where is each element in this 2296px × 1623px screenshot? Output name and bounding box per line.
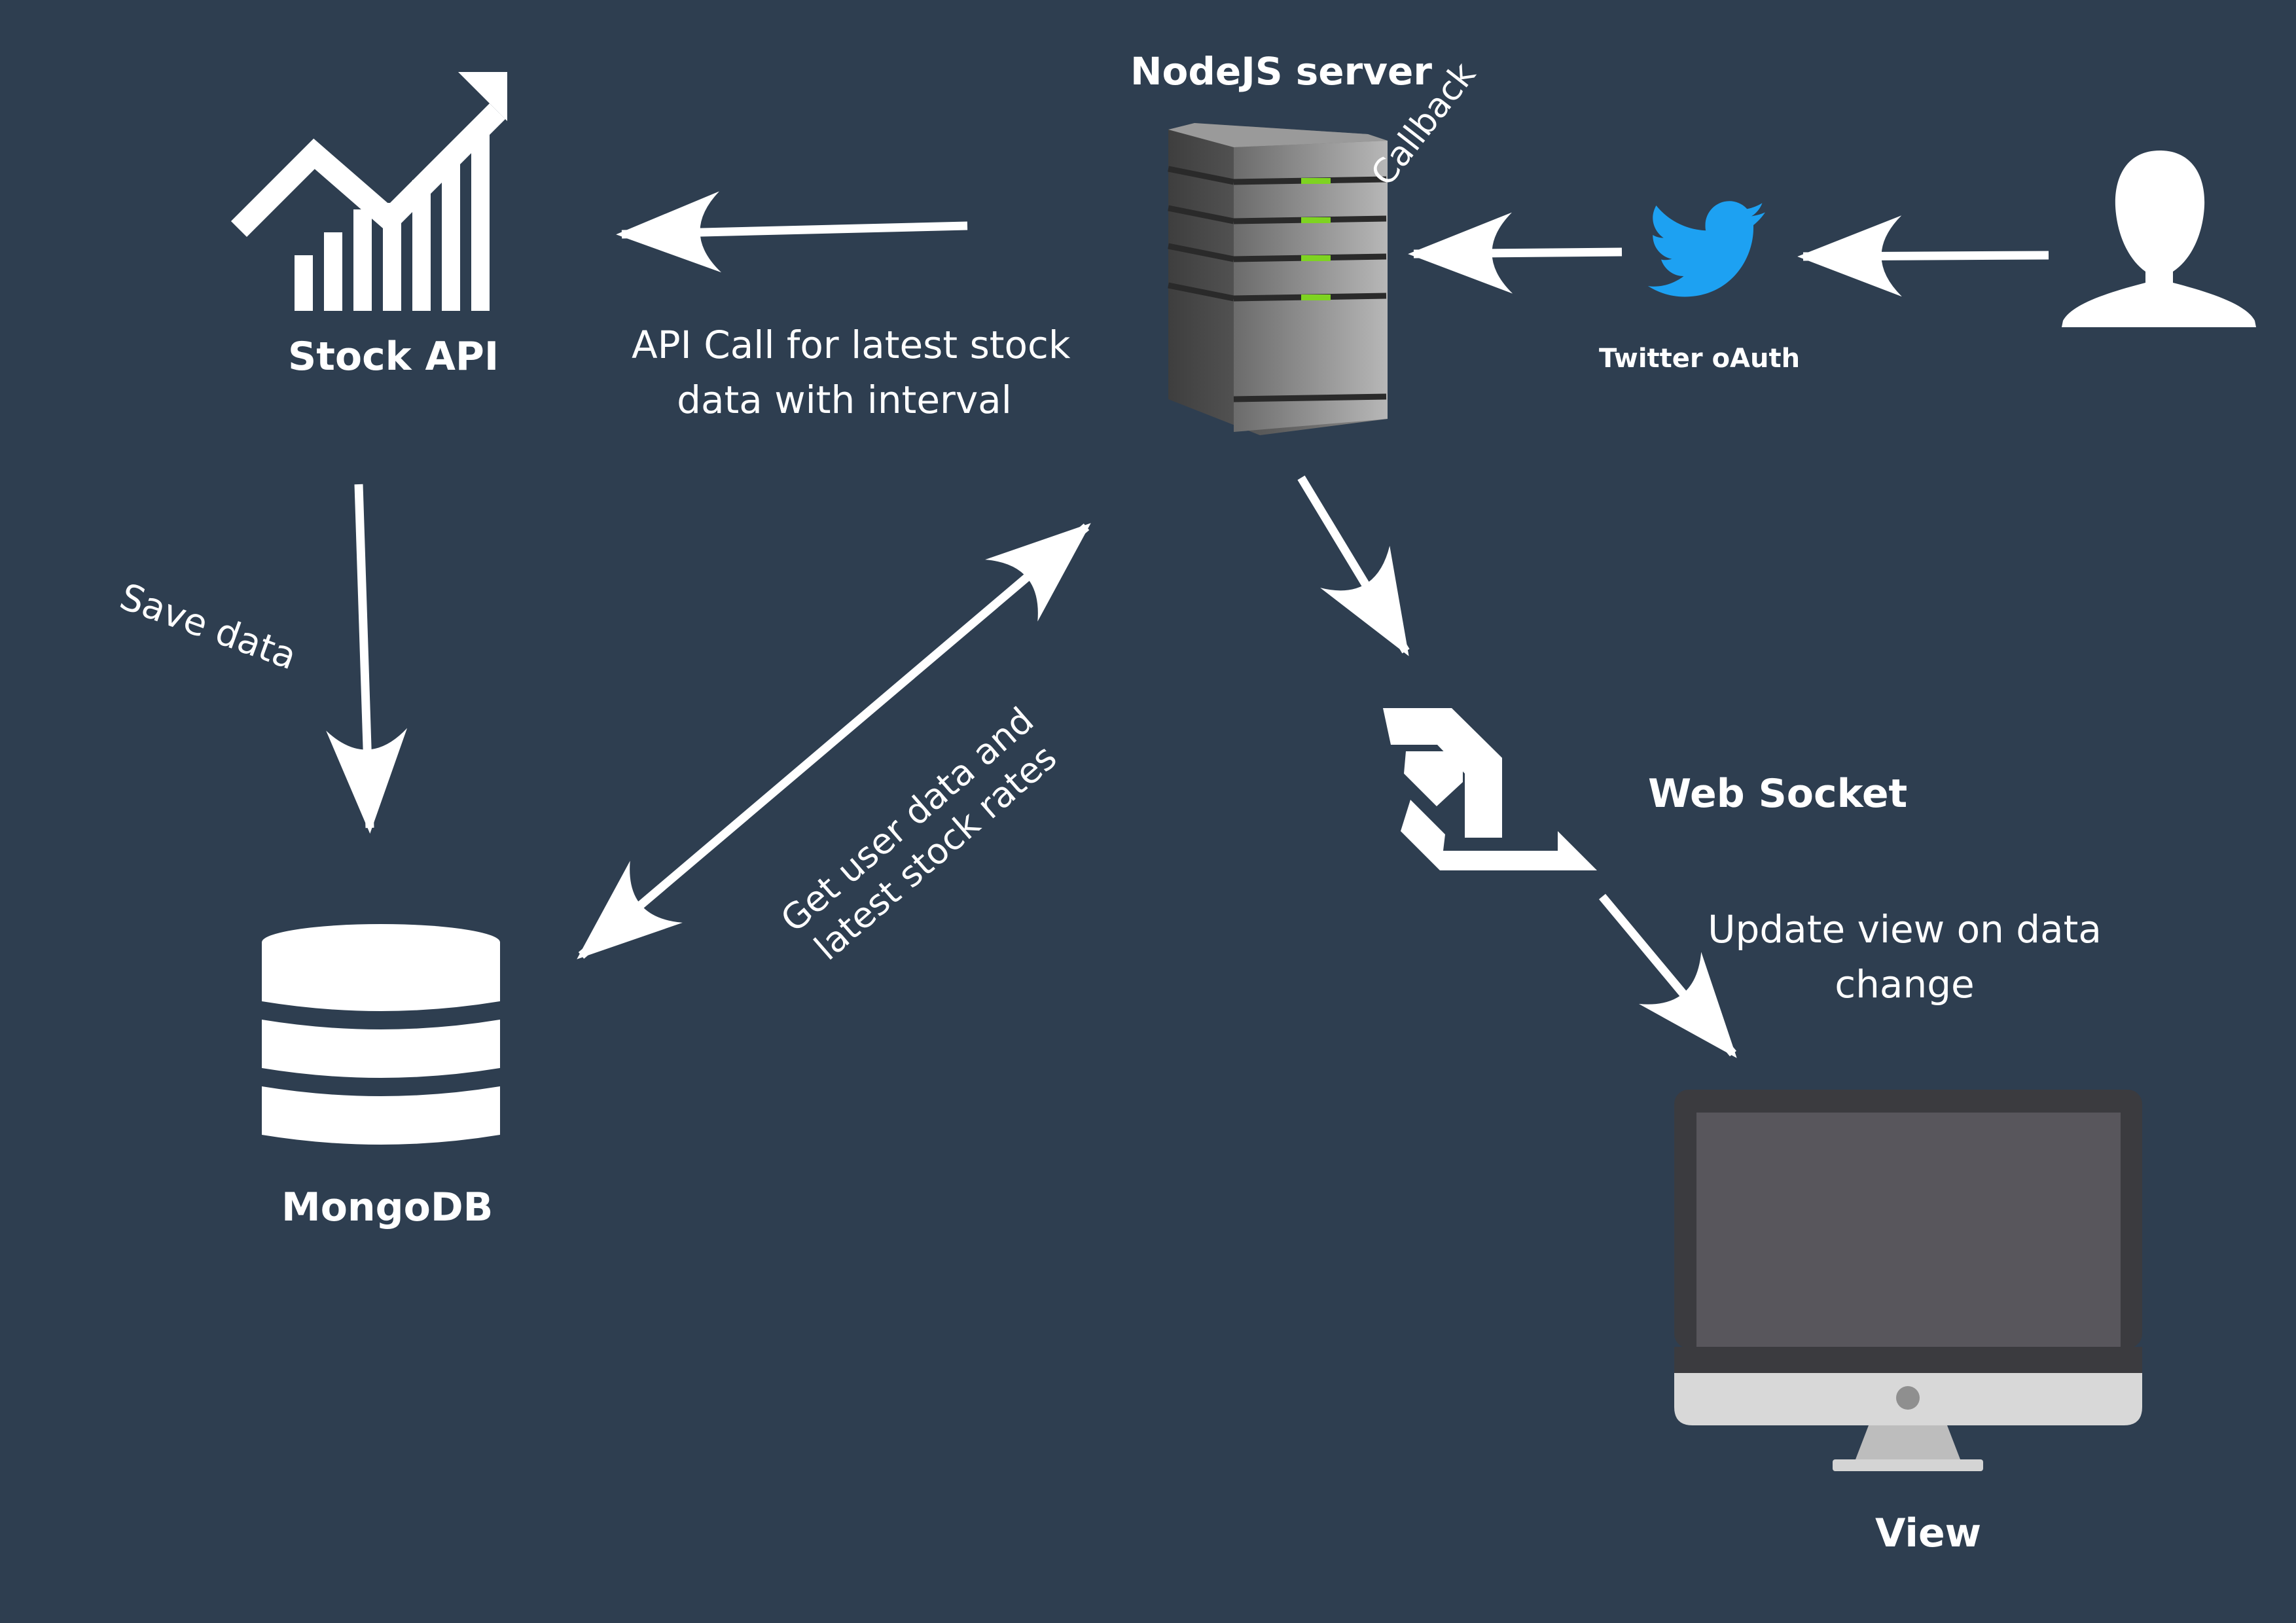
twitter-bird-icon — [1647, 201, 1765, 297]
update-view-line2: change — [1835, 962, 1975, 1007]
arrow-twitter-to-server — [1408, 212, 1623, 294]
update-view-label: Update view on data change — [1695, 902, 2114, 1012]
user-icon — [2062, 151, 2256, 327]
websocket-label: Web Socket — [1648, 771, 1908, 817]
update-view-line1: Update view on data — [1708, 907, 2102, 952]
arrow-server-to-stockapi — [616, 191, 968, 273]
arrow-server-mongodb-bidirectional — [577, 523, 1091, 959]
monitor-icon — [1674, 1090, 2142, 1471]
arrow-stockapi-to-mongodb — [326, 484, 408, 834]
api-call-label: API Call for latest stock data with inte… — [632, 317, 1071, 427]
stock-chart-icon — [230, 72, 507, 311]
arrows — [326, 191, 2049, 1058]
twitter-oauth-label: Twitter oAuth — [1599, 344, 1801, 374]
database-icon — [262, 924, 500, 1145]
server-icon — [1168, 123, 1388, 435]
arrow-server-to-websocket — [1297, 475, 1410, 656]
api-call-label-line2: data with interval — [677, 378, 1012, 422]
view-label: View — [1875, 1510, 1982, 1556]
arrow-user-to-twitter — [1797, 215, 2049, 297]
mongodb-label: MongoDB — [281, 1185, 493, 1230]
nodejs-server-label: NodeJS server — [1130, 49, 1432, 94]
websocket-icon — [1383, 708, 1597, 870]
api-call-label-line1: API Call for latest stock — [632, 323, 1071, 367]
stock-api-label: Stock API — [288, 334, 499, 380]
arrow-websocket-to-view — [1599, 893, 1737, 1058]
